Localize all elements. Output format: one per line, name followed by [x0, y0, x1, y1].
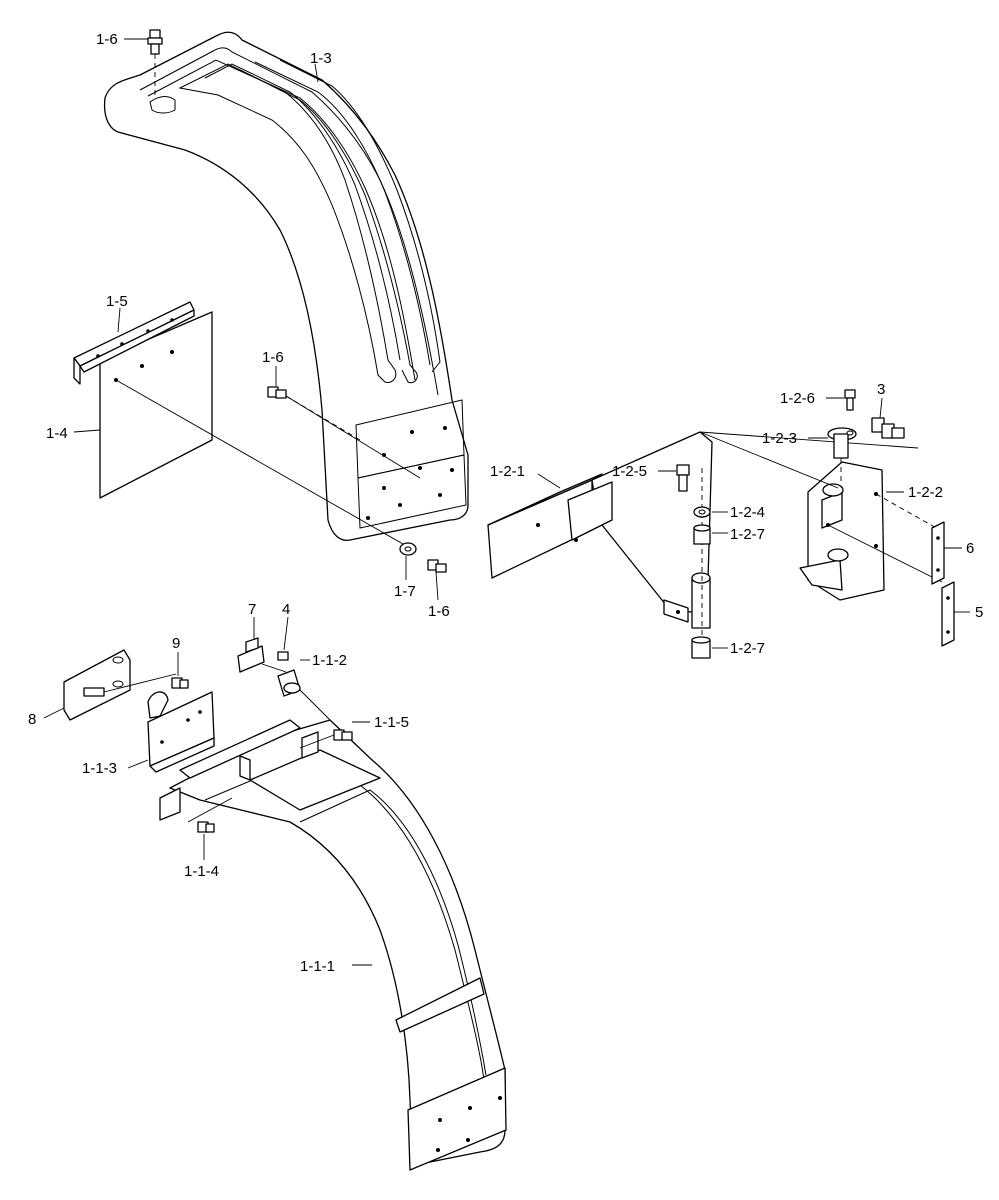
callout-9: 9 [172, 635, 180, 652]
bolt-4 [277, 651, 289, 661]
plate-5 [941, 581, 955, 647]
callout-3: 3 [877, 381, 885, 398]
callout-1-1-2: 1-1-2 [312, 652, 347, 669]
callout-1-7: 1-7 [394, 583, 416, 600]
callout-1-2-1: 1-2-1 [490, 463, 525, 480]
bushing-1-2-7-bottom [691, 636, 711, 659]
pin-1-2-3 [827, 427, 857, 459]
callout-1-5: 1-5 [106, 293, 128, 310]
callout-1-2-2: 1-2-2 [908, 484, 943, 501]
callout-1-3: 1-3 [310, 50, 332, 67]
support-arm-part [487, 431, 713, 629]
washer-1-2-4 [693, 506, 711, 518]
bolt-1-1-5 [333, 729, 353, 741]
callout-7: 7 [248, 601, 256, 618]
bolt-1-1-4 [197, 821, 215, 833]
mounting-bracket-part [799, 461, 885, 601]
bolt-1-2-5 [676, 464, 690, 492]
callout-1-4: 1-4 [46, 425, 68, 442]
callout-1-1-4: 1-1-4 [184, 863, 219, 880]
bolt-1-6-low [427, 559, 447, 573]
lower-frame-part [159, 719, 319, 821]
bushing-1-2-7-top [693, 524, 711, 545]
callout-1-2-7-top: 1-2-7 [730, 526, 765, 543]
callout-1-2-7-bottom: 1-2-7 [730, 640, 765, 657]
bolt-1-6-mid [267, 386, 421, 479]
mud-flap-part [99, 311, 213, 499]
callout-1-2-5: 1-2-5 [612, 463, 647, 480]
callout-1-6-mid: 1-6 [262, 349, 284, 366]
lower-fender-part [169, 719, 507, 1171]
hinge-bracket-1-1-3 [147, 691, 215, 773]
callout-1-6-low: 1-6 [428, 603, 450, 620]
bolt-9 [171, 677, 189, 689]
upper-fender-part [103, 31, 469, 541]
plate-6 [931, 521, 945, 585]
callout-1-2-4: 1-2-4 [730, 504, 765, 521]
callout-8: 8 [28, 711, 36, 728]
callout-1-2-3: 1-2-3 [762, 430, 797, 447]
callout-1-1-3: 1-1-3 [82, 760, 117, 777]
bolt-1-6-top [147, 29, 163, 95]
washer-1-7 [399, 542, 417, 556]
callout-1-6-top: 1-6 [96, 31, 118, 48]
plate-8 [63, 649, 131, 721]
callout-1-1-5: 1-1-5 [374, 714, 409, 731]
callout-5: 5 [975, 604, 983, 621]
leader-lines [43, 38, 970, 966]
spacer-1-1-2 [277, 669, 301, 697]
callout-labels: 1-6 1-3 1-5 1-6 1-4 1-7 1-6 1-2-1 1-2-5 … [28, 31, 983, 975]
callout-1-2-6: 1-2-6 [780, 390, 815, 407]
callout-6: 6 [966, 540, 974, 557]
flap-bracket-part [73, 301, 195, 385]
callout-1-1-1: 1-1-1 [300, 958, 335, 975]
bolt-1-2-6 [844, 389, 856, 411]
bolt-3 [871, 417, 905, 439]
callout-4: 4 [282, 601, 290, 618]
clip-7 [237, 637, 265, 673]
